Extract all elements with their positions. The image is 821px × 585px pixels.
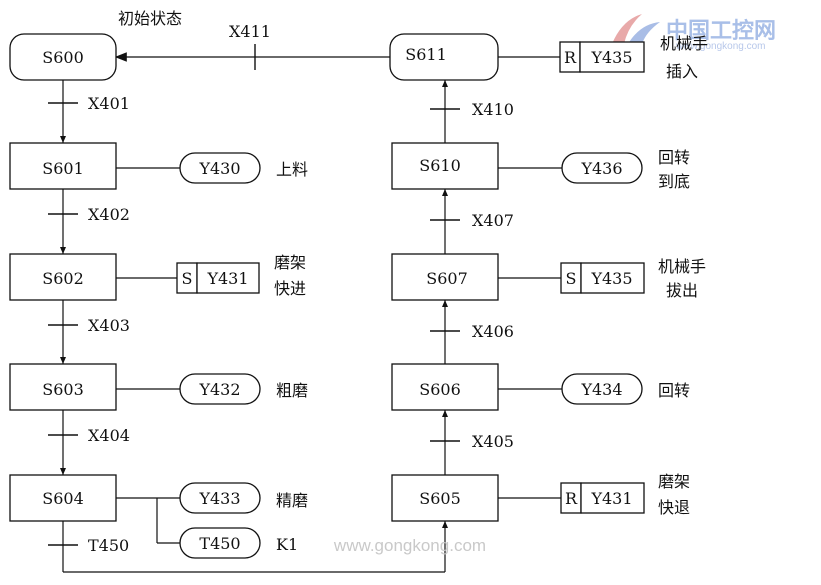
output-y434: Y434 回转 [561,373,690,405]
step-s611: S611 [389,33,499,81]
transition-x410: X410 [472,100,514,119]
output-description: 磨架 [274,253,306,272]
step-label: S607 [426,269,468,288]
output-y435-reset: R Y435 机械手 插入 [559,34,708,81]
transition-t450: T450 [88,536,129,555]
output-label: Y434 [580,380,622,399]
transition-x405: X405 [472,432,514,451]
transition-x404: X404 [88,426,130,445]
watermark-logo: 中国工控网 www.gongkong.com [612,14,776,52]
output-label: Y433 [198,489,240,508]
output-description: 上料 [276,160,308,179]
transition-x402: X402 [88,205,130,224]
output-y435-set: S Y435 机械手 拔出 [560,257,706,300]
output-label: T450 [199,534,240,553]
step-s605: S605 [391,474,499,522]
step-label: S610 [419,156,461,175]
transition-bars [48,44,460,546]
step-s603: S603 [9,363,117,411]
output-description: 精磨 [276,491,308,510]
step-label: S602 [42,269,84,288]
step-label: S601 [42,159,84,178]
step-label: S604 [42,489,84,508]
step-label: S600 [42,48,84,67]
gongkong-logo-icon [612,14,660,44]
step-s601: S601 [9,142,117,190]
flow-lines [62,52,562,573]
step-s606: S606 [391,363,499,411]
output-label: Y435 [590,269,632,288]
output-description: 粗磨 [276,381,308,400]
output-y433: Y433 精磨 [179,482,308,514]
output-y431-set: S Y431 磨架 快进 [176,253,306,298]
output-description: 拔出 [666,281,698,300]
output-description: 机械手 [658,257,706,276]
watermark-brand-cn: 中国工控网 [666,18,776,43]
output-label: Y430 [198,159,240,178]
output-description: 磨架 [658,472,690,491]
step-label: S611 [405,45,447,64]
transition-x406: X406 [472,322,514,341]
step-s604: S604 [9,474,117,522]
output-prefix: S [182,269,193,288]
output-y436: Y436 回转 到底 [561,148,690,191]
output-prefix: R [564,48,577,67]
step-s602: S602 [9,253,117,301]
initial-state-label: 初始状态 [118,9,182,28]
step-s600: S600 [9,33,117,81]
output-prefix: S [566,269,577,288]
output-description: 快进 [274,279,306,298]
transition-x403: X403 [88,316,130,335]
output-timer-t450: T450 K1 [179,527,298,559]
step-label: S605 [419,489,461,508]
output-prefix: R [565,489,578,508]
watermark-brand-url: www.gongkong.com [675,41,766,52]
watermark-footer-url: www.gongkong.com [333,536,486,555]
step-label: S606 [419,380,461,399]
output-label: Y436 [580,159,622,178]
output-label: Y435 [590,48,632,67]
output-description: 插入 [666,62,698,81]
transition-x407: X407 [472,211,514,230]
output-label: Y431 [590,489,632,508]
step-s610: S610 [391,142,499,190]
output-description: K1 [276,535,298,554]
output-description: 机械手 [660,34,708,53]
output-description: 快退 [658,498,690,517]
flow-arrows [60,80,448,528]
output-label: Y432 [198,380,240,399]
step-label: S603 [42,380,84,399]
output-label: Y431 [206,269,248,288]
step-s607: S607 [391,253,499,301]
output-description: 回转 [658,381,690,400]
transition-x401: X401 [88,94,130,113]
output-y431-reset: R Y431 磨架 快退 [560,472,690,517]
output-description: 到底 [658,172,690,191]
transition-x411: X411 [229,22,271,41]
output-y432: Y432 粗磨 [179,373,308,405]
output-description: 回转 [658,148,690,167]
output-y430: Y430 上料 [179,152,308,184]
